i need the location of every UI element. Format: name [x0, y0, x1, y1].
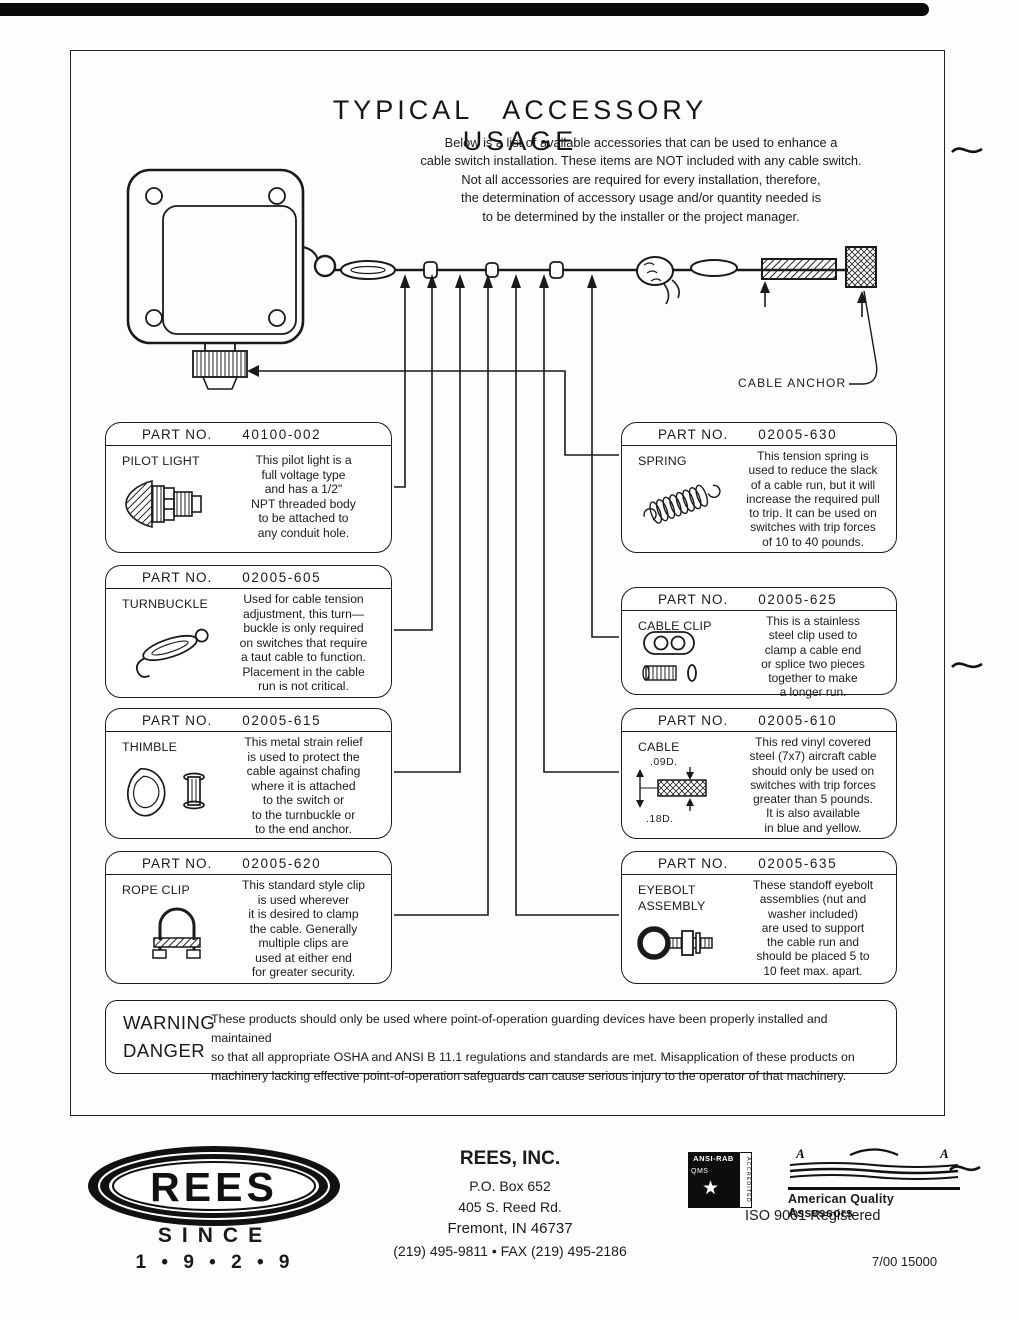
thimble-icon: [120, 763, 220, 826]
eyebolt-icon: [632, 918, 736, 973]
part-box-rope-clip: PART NO. 02005-620 ROPE CLIP This standa…: [105, 851, 392, 984]
part-description: This tension spring is used to reduce th…: [746, 449, 880, 549]
spring-symbol: [761, 258, 837, 280]
part-box-cable: PART NO. 02005-610 CABLE .09D. .18D.: [621, 708, 897, 839]
page-title: TYPICAL ACCESSORY USAGE: [332, 95, 708, 156]
part-description: This is a stainless steel clip used to c…: [761, 614, 865, 700]
phone-line: (219) 495-9811 • FAX (219) 495-2186: [393, 1242, 627, 1259]
rees-logo-text: REES: [150, 1164, 278, 1210]
address-line: 405 S. Reed Rd.: [458, 1199, 562, 1215]
pilot-light-icon: [120, 473, 216, 540]
spring-icon: [630, 471, 734, 540]
part-box-pilot-light: PART NO. 40100-002 PILOT LIGHT This pilo…: [105, 422, 392, 553]
cable-dim-top: .09D.: [650, 756, 678, 768]
part-box-cable-clip: PART NO. 02005-625 CABLE CLIP This is a …: [621, 587, 897, 699]
part-no-label: PART NO.: [142, 569, 213, 585]
cable-anchor-symbol: [845, 246, 877, 288]
warning-text: These products should only be used where…: [211, 1012, 855, 1083]
part-header: PART NO. 40100-002: [106, 423, 391, 446]
part-no-value: 02005-635: [758, 855, 838, 871]
handwritten-check-marks: [949, 147, 983, 1172]
scan-artifact-bar: [0, 3, 929, 16]
part-header: PART NO. 02005-620: [106, 852, 391, 875]
cable-icon: [628, 767, 732, 816]
part-box-eyebolt-assembly: PART NO. 02005-635 EYEBOLT ASSEMBLY Thes…: [621, 851, 897, 984]
part-name: CABLE: [638, 740, 680, 754]
warning-box: WARNING DANGER These products should onl…: [105, 1000, 897, 1083]
intro-text: Below is a list of available accessories…: [420, 135, 862, 224]
part-description: These standoff eyebolt assemblies (nut a…: [752, 878, 874, 978]
iso-registered-text: ISO 9001 Registered: [745, 1208, 881, 1224]
print-code: 7/00 15000: [872, 1254, 938, 1269]
part-no-label: PART NO.: [142, 712, 213, 728]
part-no-value: 02005-620: [242, 855, 322, 871]
star-icon: ★: [702, 1178, 720, 1199]
rope-clip-icon: [132, 904, 222, 971]
part-description: Used for cable tension adjustment, this …: [239, 592, 368, 693]
part-no-value: 02005-630: [758, 426, 838, 442]
cable-anchor-label: CABLE ANCHOR: [735, 376, 850, 390]
part-name: ROPE CLIP: [122, 883, 190, 897]
qms-label: QMS: [691, 1168, 709, 1175]
since-year: 1 • 9 • 2 • 9: [135, 1252, 295, 1273]
aqa-name: American Quality Assessors: [788, 1187, 960, 1220]
part-name: CABLE CLIP: [638, 619, 712, 633]
aqa-flag-graphic: A A: [789, 1146, 959, 1180]
cable-dim-bottom: .18D.: [646, 813, 674, 825]
part-header: PART NO. 02005-635: [622, 852, 896, 875]
part-description: This pilot light is a full voltage type …: [251, 453, 356, 540]
part-no-value: 02005-605: [242, 569, 322, 585]
aqa-logo: A A American Quality Assessors: [788, 1146, 960, 1220]
cable-clip-icon: [632, 628, 728, 697]
accredited-label: ACCREDITED: [739, 1152, 752, 1208]
ansi-rab-title: ANSI-RAB: [688, 1152, 739, 1165]
since-label: SINCE: [157, 1224, 273, 1247]
leader-arrowheads: [247, 274, 867, 377]
part-no-value: 02005-615: [242, 712, 322, 728]
part-no-value: 02005-610: [758, 712, 838, 728]
part-name: SPRING: [638, 454, 687, 468]
company-block: REES, INC. P.O. Box 652 405 S. Reed Rd. …: [385, 1148, 635, 1262]
warning-danger-label: WARNING DANGER: [123, 1012, 216, 1061]
part-description: This metal strain relief is used to prot…: [244, 735, 363, 836]
footer: REES SINCE 1 • 9 • 2 • 9 REES, INC. P.O.…: [0, 1116, 1019, 1320]
switch-box-drawing: [126, 168, 305, 390]
part-header: PART NO. 02005-625: [622, 588, 896, 611]
address-line: Fremont, IN 46737: [447, 1220, 573, 1237]
part-name: PILOT LIGHT: [122, 454, 200, 468]
rees-logo: REES: [85, 1144, 343, 1233]
part-name: EYEBOLT ASSEMBLY: [638, 883, 706, 913]
part-no-label: PART NO.: [658, 712, 729, 728]
turnbuckle-icon: [120, 618, 220, 683]
part-name: TURNBUCKLE: [122, 597, 208, 611]
part-header: PART NO. 02005-605: [106, 566, 391, 589]
part-no-label: PART NO.: [658, 426, 729, 442]
part-no-label: PART NO.: [658, 855, 729, 871]
aqa-mark-left: A: [795, 1146, 805, 1161]
part-description: This red vinyl covered steel (7x7) aircr…: [749, 735, 877, 835]
cable-run-drawing: [302, 246, 877, 305]
aqa-mark-right: A: [939, 1146, 949, 1161]
ansi-rab-seal: QMS ★: [688, 1165, 739, 1208]
part-no-value: 40100-002: [242, 426, 322, 442]
company-name: REES, INC.: [459, 1148, 561, 1169]
ansi-rab-logo: ANSI-RAB QMS ★ ACCREDITED: [688, 1152, 754, 1210]
part-name: THIMBLE: [122, 740, 178, 754]
part-description: This standard style clip is used whereve…: [241, 878, 365, 979]
part-header: PART NO. 02005-610: [622, 709, 896, 732]
part-box-turnbuckle: PART NO. 02005-605 TURNBUCKLE Used for c…: [105, 565, 392, 698]
part-header: PART NO. 02005-630: [622, 423, 896, 446]
part-no-label: PART NO.: [142, 855, 213, 871]
address-line: P.O. Box 652: [469, 1178, 551, 1194]
part-header: PART NO. 02005-615: [106, 709, 391, 732]
part-no-label: PART NO.: [658, 591, 729, 607]
part-box-spring: PART NO. 02005-630 SPRING Thi: [621, 422, 897, 553]
leader-lines: [252, 288, 878, 916]
part-no-label: PART NO.: [142, 426, 213, 442]
part-no-value: 02005-625: [758, 591, 838, 607]
part-box-thimble: PART NO. 02005-615 THIMBLE This meta: [105, 708, 392, 839]
